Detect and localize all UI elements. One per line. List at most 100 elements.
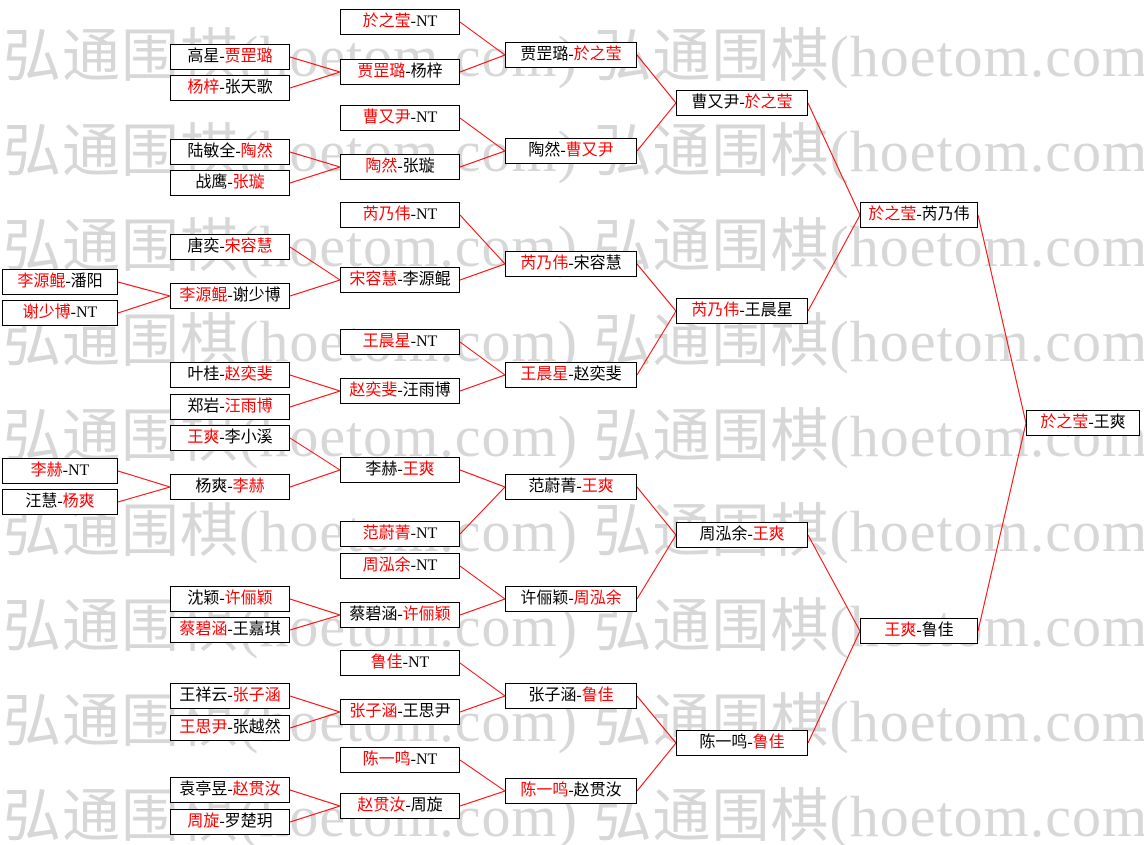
player-name: 张天歌 <box>224 79 273 96</box>
dash: - <box>219 366 225 383</box>
connector-line <box>459 21 506 56</box>
player-name-winner: 周旋 <box>187 813 220 830</box>
player-name: 郑岩 <box>187 398 220 415</box>
dash: - <box>397 606 403 623</box>
player-name: 赵奕斐 <box>573 366 622 383</box>
player-name-winner: 鲁佳 <box>370 654 403 671</box>
dash: - <box>227 287 233 304</box>
dash: - <box>219 48 225 65</box>
match-box: 陶然-张璇 <box>340 154 460 180</box>
connector-line <box>636 310 677 376</box>
dash: - <box>219 238 225 255</box>
connector-line <box>459 54 506 73</box>
player-name: 蔡碧涵 <box>349 606 398 623</box>
dash: - <box>227 621 233 638</box>
match-box: 王思尹-张越然 <box>170 715 290 741</box>
connector-line <box>636 534 677 600</box>
dash: - <box>560 142 566 159</box>
connector-line <box>459 486 506 535</box>
match-box: 王晨星-赵奕斐 <box>505 362 637 388</box>
dash: - <box>916 206 922 223</box>
player-name-winner: 王爽 <box>581 478 614 495</box>
match-box: 陈一鸣-鲁佳 <box>676 730 808 756</box>
dash: - <box>397 461 403 478</box>
dash: - <box>397 271 403 288</box>
player-name-winner: 张璇 <box>232 174 265 191</box>
connector-line <box>636 486 677 536</box>
match-box: 陈一鸣-赵贯汝 <box>505 778 637 804</box>
match-box: 李赫-王爽 <box>340 457 460 483</box>
player-name: 陈一鸣 <box>699 734 748 751</box>
connector-line <box>459 759 506 792</box>
player-name-winner: 李源鲲 <box>179 287 228 304</box>
player-name: 贾罡璐 <box>520 46 569 63</box>
player-name: 周泓余 <box>699 526 748 543</box>
player-name: 李源鲲 <box>402 271 451 288</box>
match-box: 杨爽-李赫 <box>170 474 290 500</box>
dash: - <box>916 622 922 639</box>
connector-line <box>459 150 506 168</box>
connector-line <box>459 117 506 152</box>
player-name: 范蔚菁 <box>528 478 577 495</box>
match-box: 袁亭昱-赵贯汝 <box>170 777 290 803</box>
player-name: 宋容慧 <box>573 255 622 272</box>
player-name: 王晨星 <box>744 302 793 319</box>
match-box: 王晨星-NT <box>340 329 460 355</box>
match-box: 王祥云-张子涵 <box>170 683 290 709</box>
player-name: 谢少博 <box>232 287 281 304</box>
connector-line <box>636 54 677 104</box>
player-name: NT <box>416 109 438 126</box>
match-box: 范蔚菁-NT <box>340 521 460 547</box>
player-name: NT <box>416 557 438 574</box>
connector-line <box>977 422 1027 632</box>
player-name-winner: 陶然 <box>240 143 273 160</box>
match-box: 沈颖-许俪颖 <box>170 586 290 612</box>
dash: - <box>410 206 416 223</box>
player-name: 鲁佳 <box>921 622 954 639</box>
dash: - <box>70 304 76 321</box>
connector-line <box>289 598 341 616</box>
player-name-winner: 张子涵 <box>349 703 398 720</box>
player-name: NT <box>68 462 90 479</box>
player-name-winner: 芮乃伟 <box>691 302 740 319</box>
dash: - <box>227 478 233 495</box>
player-name-winner: 蔡碧涵 <box>179 621 228 638</box>
connector-line <box>636 102 677 152</box>
player-name-winner: 赵贯汝 <box>232 781 281 798</box>
player-name-winner: 许俪颖 <box>224 590 273 607</box>
match-box: 周泓余-NT <box>340 553 460 579</box>
player-name-winner: 谢少博 <box>22 304 71 321</box>
player-name-winner: 范蔚菁 <box>362 525 411 542</box>
player-name-winner: 陶然 <box>365 158 398 175</box>
match-box: 谢少博-NT <box>2 300 118 326</box>
player-name-winner: 王思尹 <box>179 719 228 736</box>
player-name: 战鹰 <box>195 174 228 191</box>
player-name: NT <box>76 304 98 321</box>
player-name: 杨梓 <box>410 63 443 80</box>
dash: - <box>747 526 753 543</box>
match-box: 赵贯汝-周旋 <box>340 793 460 819</box>
player-name: 汪雨博 <box>402 382 451 399</box>
dash: - <box>397 158 403 175</box>
player-name-winner: 曹又尹 <box>565 142 614 159</box>
player-name-winner: 芮乃伟 <box>520 255 569 272</box>
dash: - <box>57 493 63 510</box>
player-name-winner: 赵奕斐 <box>224 366 273 383</box>
dash: - <box>405 797 411 814</box>
match-box: 芮乃伟-NT <box>340 202 460 228</box>
player-name-winner: 曹又尹 <box>362 109 411 126</box>
player-name: 王嘉琪 <box>232 621 281 638</box>
dash: - <box>227 719 233 736</box>
dash: - <box>65 273 71 290</box>
connector-line <box>289 166 341 184</box>
connector-line <box>289 374 341 392</box>
player-name-winner: 杨爽 <box>62 493 95 510</box>
connector-line <box>289 56 341 73</box>
match-box: 贾罡璐-於之莹 <box>505 42 637 68</box>
match-box: 於之莹-芮乃伟 <box>860 202 978 228</box>
match-box: 於之莹-王爽 <box>1026 410 1140 436</box>
connector-line <box>289 246 341 281</box>
match-box: 陆敏全-陶然 <box>170 139 290 165</box>
